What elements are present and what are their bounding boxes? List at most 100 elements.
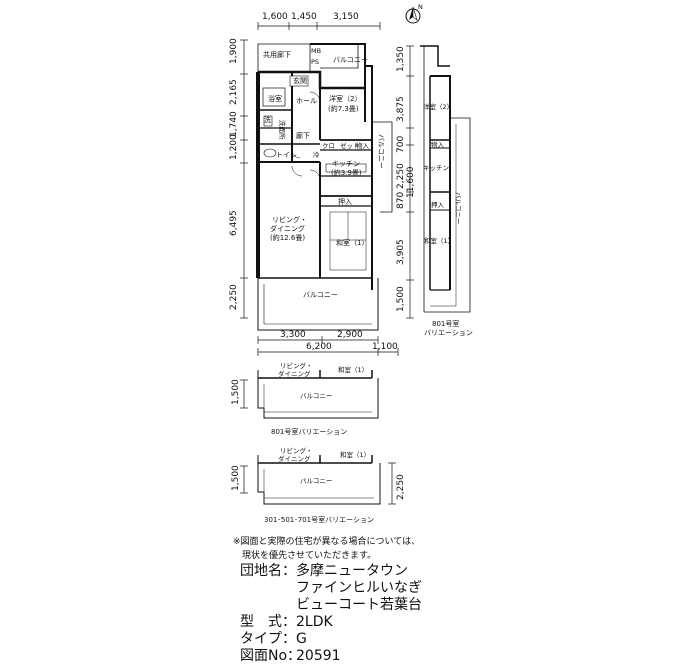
japanese-room-label: 和室（1） (336, 238, 368, 247)
var801-japanese-label: 和室（1） (424, 236, 454, 245)
toilet-label: トイレ (276, 151, 297, 159)
north-arrow-icon (405, 6, 421, 24)
right-dim-3: 700 (396, 136, 406, 153)
bottom-dim-3: 6,200 (306, 342, 332, 352)
kitchen-counter (325, 163, 367, 173)
right-dimension-line (406, 45, 414, 319)
var801-caption-2: バリエーション (424, 329, 473, 337)
var-a-caption: 801号室バリエーション (271, 427, 347, 436)
var-b-dim-left: 1,500 (231, 465, 241, 491)
no-value: 20591 (296, 648, 341, 664)
var-a-balcony-label: バルコニー (300, 392, 332, 400)
living-label: リビング・ (272, 215, 307, 224)
right-dim-6: 3,905 (396, 239, 406, 265)
bottom-dim-4: 1,100 (372, 342, 398, 352)
no-label: 図面No： (240, 648, 302, 664)
var-b-japanese-label: 和室（1） (340, 450, 370, 459)
washroom-label: 洗面所 (278, 120, 287, 140)
var801-balcony-label: バルコニー (454, 192, 462, 224)
right-dim-5: 870 (396, 192, 406, 209)
entrance-label: 玄関 (293, 76, 307, 85)
kitchen-label: キッチン (332, 160, 360, 168)
sink-icon (263, 115, 273, 127)
bathtub-icon (262, 87, 286, 107)
left-dimension-line (240, 39, 248, 319)
var-b-dim-right: 2,250 (396, 474, 406, 500)
wash-label: 洗 (264, 115, 271, 124)
entrance-box (289, 75, 309, 87)
info-row-name-3: ビューコート若葉台 (240, 597, 422, 614)
oshiire-label: 押入 (338, 197, 352, 206)
name-label: 団地名： (240, 563, 296, 579)
top-dim-1: 1,600 (262, 12, 288, 22)
left-dim-5: 6,495 (229, 210, 239, 236)
left-dim-4: 1,200 (229, 134, 239, 160)
left-dim-6: 2,250 (229, 284, 239, 310)
bottom-dim-2: 2,900 (337, 330, 363, 340)
balcony-side-label: バルコニー (377, 134, 385, 169)
living-size: (約12.6畳) (270, 233, 305, 242)
var801-oshiire-label: 押入 (431, 200, 445, 209)
variation-801-walls (420, 45, 471, 313)
kind-value: G (296, 631, 307, 647)
type-label: 型 式： (240, 614, 296, 630)
info-row-no: 図面No： 20591 (240, 648, 422, 665)
var-a-japanese-label: 和室（1） (338, 365, 368, 374)
var801-storage-label: 物入 (431, 140, 445, 149)
closet-label: クロ (322, 142, 335, 150)
floor-plan-drawing: N 1,600 1,450 3,150 1,900 2,165 1,740 1,… (229, 3, 473, 524)
storage-label: 物入 (356, 141, 370, 150)
var-a-living-label: リビング・ (280, 361, 313, 370)
right-dim-4: 2,250 (396, 163, 406, 189)
var-a-dim: 1,500 (231, 379, 241, 405)
corridor-label: 廊下 (296, 131, 310, 140)
dining-label: ダイニング (270, 224, 305, 233)
var-b-caption: 301･501･701号室バリエーション (264, 515, 374, 524)
bath-label: 浴室 (268, 94, 282, 103)
closet-label-2: ゼット (340, 141, 360, 150)
balcony-top-label: バルコニー (333, 56, 368, 64)
variation-a-walls (240, 370, 379, 419)
info-row-type: 型 式： 2LDK (240, 614, 422, 631)
left-dim-1: 1,900 (229, 38, 239, 64)
spacer (240, 580, 296, 597)
mb-label: MB (311, 47, 321, 55)
door-swings (291, 91, 321, 181)
top-dim-2: 1,450 (291, 12, 317, 22)
info-row-kind: タイプ： G (240, 631, 422, 648)
var801-western-label: 洋室（2） (423, 102, 453, 111)
left-dim-3: 1,740 (229, 111, 239, 137)
fridge-label: 冷 (313, 150, 320, 159)
var-a-dining-label: ダイニング (278, 369, 311, 378)
common-hall-label: 共用廊下 (263, 50, 291, 59)
top-dimension-line (257, 22, 381, 30)
var-b-dining-label: ダイニング (278, 454, 311, 463)
right-dim-total: 11,600 (406, 166, 416, 198)
var801-kitchen-label: キッチン (423, 164, 449, 172)
type-value: 2LDK (296, 614, 333, 630)
western-room-2-label: 洋室（2） (329, 94, 361, 103)
main-plan-walls (256, 43, 393, 331)
variation-b-walls (240, 455, 396, 505)
bottom-dimension-lines (257, 336, 399, 356)
right-dim-2: 3,875 (396, 96, 406, 122)
ps-label: PS (311, 58, 319, 66)
note-line-1: ※図面と実際の住宅が異なる場合については、 (233, 537, 421, 547)
kitchen-size: (約3.9畳) (331, 168, 362, 177)
right-dim-1: 1,350 (396, 46, 406, 72)
var801-caption-1: 801号室 (432, 319, 459, 328)
var-b-living-label: リビング・ (280, 446, 313, 455)
note-line-2: 現状を優先させていただきます。 (242, 551, 377, 561)
disclaimer-note: ※図面と実際の住宅が異なる場合については、 現状を優先させていただきます。 (233, 535, 420, 563)
spacer (240, 597, 296, 614)
info-row-name-2: ファインヒルいなぎ (240, 580, 422, 597)
toilet-icon (263, 148, 277, 158)
left-dim-2: 2,165 (229, 79, 239, 105)
name-line-2: ファインヒルいなぎ (296, 580, 422, 596)
kind-label: タイプ： (240, 631, 296, 647)
western-room-2-size: (約7.3畳) (328, 104, 359, 113)
north-label: N (418, 3, 423, 11)
right-dim-7: 1,500 (396, 286, 406, 312)
balcony-bottom-label: バルコニー (303, 291, 338, 299)
name-line-1: 多摩ニュータウン (296, 563, 408, 579)
